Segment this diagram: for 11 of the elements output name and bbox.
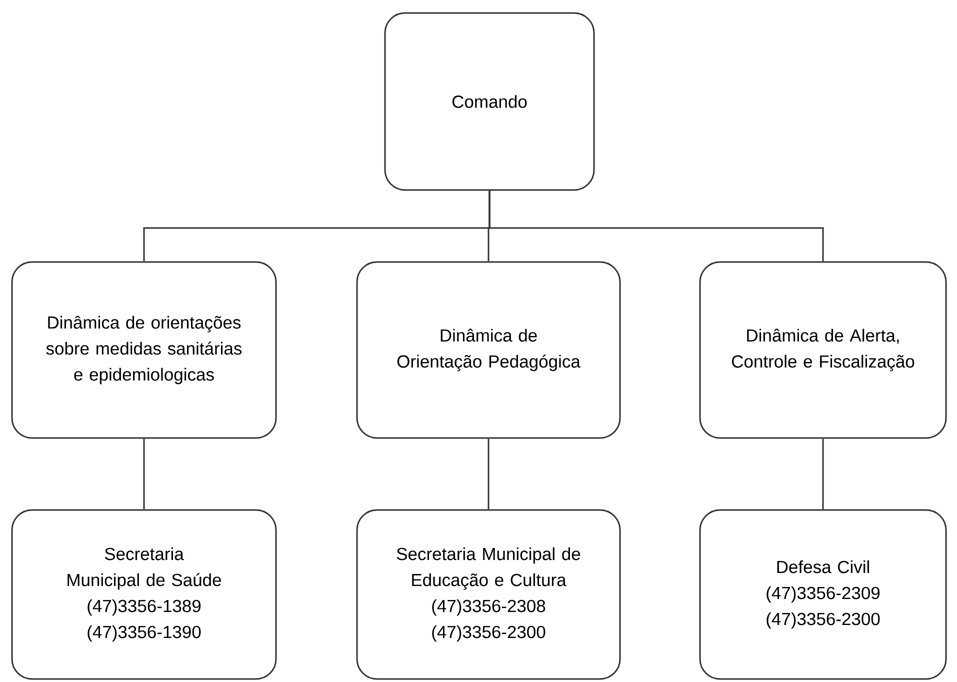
org-box: Comando [384, 12, 595, 191]
connector-line [488, 438, 490, 510]
connector-line [822, 438, 824, 510]
org-box: Defesa Civil (47)3356-2309 (47)3356-2300 [699, 509, 947, 680]
org-box: Secretaria Municipal de Educação e Cultura (47)3356-2308 (47)3356-2300 [356, 509, 621, 680]
org-box: Dinâmica de Alerta, Controle e Fiscalização [699, 261, 947, 439]
connector-line [143, 438, 145, 510]
org-box: Secretaria Municipal de Saúde (47)3356-1389 (47)3356-1390 [11, 509, 277, 680]
org-box: Dinâmica de Orientação Pedagógica [356, 261, 621, 439]
org-box: Dinâmica de orientações sobre medidas sanitárias e epidemiologicas [11, 261, 277, 439]
connector-line [488, 190, 824, 262]
